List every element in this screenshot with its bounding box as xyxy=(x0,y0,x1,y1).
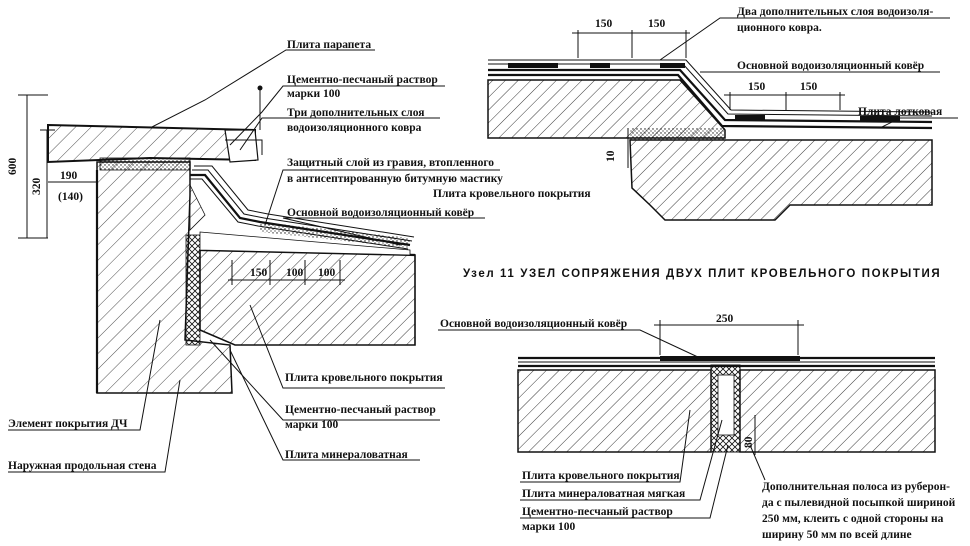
parapet-leaders xyxy=(8,49,500,473)
label-mortar-1b: марки 100 xyxy=(287,88,341,100)
label-three-layers-b: водоизоляционного ковра xyxy=(287,122,422,134)
tray-slab xyxy=(629,139,933,221)
label-mortar-1: Цементно-песчаный раствор xyxy=(287,74,438,86)
label-roof-slab-top: Плита кровельного покрытия xyxy=(433,188,591,200)
label-extra-strip-4: ширину 50 мм по всей длине xyxy=(762,529,912,541)
parapet-dimensions xyxy=(18,94,345,285)
label-tray-slab: Плита лотковая xyxy=(858,106,942,118)
label-two-layers: Два дополнительных слоя водоизоля- xyxy=(737,6,934,18)
parapet-node xyxy=(47,85,416,394)
label-two-layers-b: ционного ковра. xyxy=(737,22,822,34)
dim-150-a: 150 xyxy=(595,18,613,30)
label-gravel: Защитный слой из гравия, втопленного xyxy=(287,157,494,169)
label-base-carpet: Основной водоизоляционный ковёр xyxy=(287,207,474,219)
label-roof-slab-bottom: Плита кровельного покрытия xyxy=(522,470,680,482)
right-slab xyxy=(739,369,936,453)
dim-190: 190 xyxy=(60,170,78,182)
dim-150-d: 150 xyxy=(800,81,818,93)
label-mortar-2: Цементно-песчаный раствор xyxy=(285,404,436,416)
dim-250: 250 xyxy=(716,313,734,325)
label-extra-strip-1: Дополнительная полоса из руберон- xyxy=(762,481,950,493)
dim-150-left: 150 xyxy=(250,267,268,279)
dim-150-b: 150 xyxy=(648,18,666,30)
node-title: Узел 11 УЗЕЛ СОПРЯЖЕНИЯ ДВУХ ПЛИТ КРОВЕЛ… xyxy=(463,268,941,280)
mortar-bed xyxy=(99,157,191,171)
label-extra-strip-2: да с пылевидной посыпкой шириной xyxy=(762,497,956,509)
dim-320: 320 xyxy=(31,178,43,196)
parapet-slab xyxy=(47,123,256,164)
label-three-layers: Три дополнительных слоя xyxy=(287,107,424,119)
label-mortar-bottom-b: марки 100 xyxy=(522,521,576,533)
dim-140: (140) xyxy=(58,191,83,203)
label-dch-element: Элемент покрытия ДЧ xyxy=(8,418,128,430)
label-mineral-wool: Плита минераловатная xyxy=(285,449,408,461)
label-gravel-b: в антисептированную битумную мастику xyxy=(287,173,503,185)
label-extra-strip-3: 250 мм, клеить с одной стороны на xyxy=(762,513,944,525)
tray-node xyxy=(487,17,958,221)
joint-node xyxy=(438,320,936,519)
label-parapet-slab: Плита парапета xyxy=(287,39,371,51)
dim-10: 10 xyxy=(605,150,617,162)
label-base-carpet-top: Основной водоизоляционный ковёр xyxy=(737,60,924,72)
dim-80: 80 xyxy=(743,436,755,448)
label-mineral-soft: Плита минераловатная мягкая xyxy=(522,488,685,500)
dim-600: 600 xyxy=(7,158,19,176)
dim-100-a: 100 xyxy=(286,267,304,279)
label-outer-wall: Наружная продольная стена xyxy=(8,460,157,472)
left-slab xyxy=(517,369,712,453)
label-mortar-2b: марки 100 xyxy=(285,419,339,431)
label-mortar-bottom: Цементно-песчаный раствор xyxy=(522,506,673,518)
label-base-carpet-bottom: Основной водоизоляционный ковёр xyxy=(440,318,627,330)
dim-150-c: 150 xyxy=(748,81,766,93)
label-roof-slab: Плита кровельного покрытия xyxy=(285,372,443,384)
dim-100-b: 100 xyxy=(318,267,336,279)
